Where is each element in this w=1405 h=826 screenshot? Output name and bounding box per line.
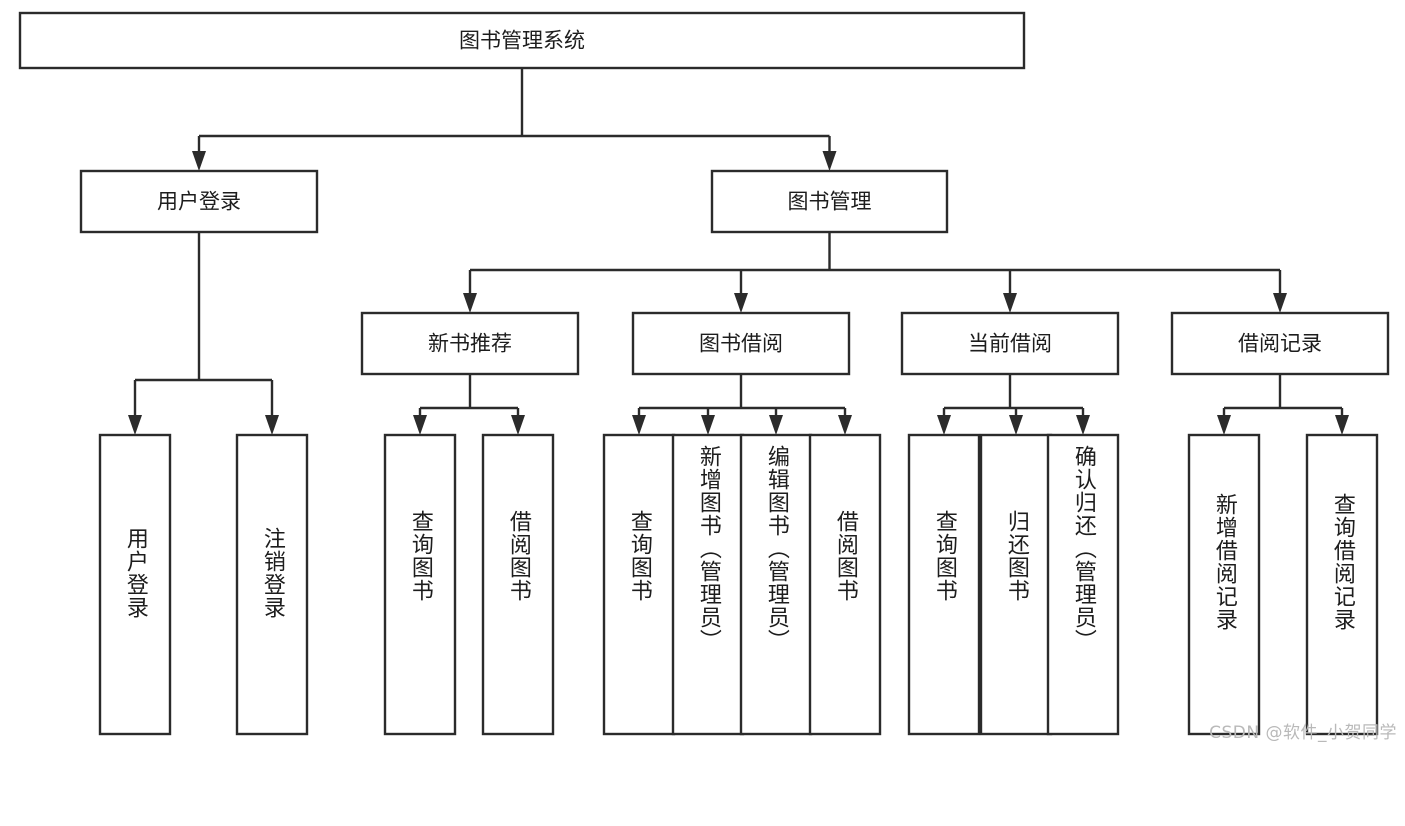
arrow-head-icon-book-borrow	[734, 293, 748, 313]
arrow-head-icon-leaf-user-login	[128, 415, 142, 435]
arrow-head-icon-leaf-query-book-2	[632, 415, 646, 435]
arrow-head-icon-new-book-recommend	[463, 293, 477, 313]
arrow-head-icon-leaf-borrow-book-1	[511, 415, 525, 435]
leaf-node-leaf-user-logout[interactable]	[235, 433, 309, 736]
arrow-head-icon-leaf-return-book	[1009, 415, 1023, 435]
arrow-head-icon-borrow-record	[1273, 293, 1287, 313]
leaf-node-leaf-query-book-2[interactable]	[602, 433, 676, 736]
node-book-manage-label: 图书管理	[788, 190, 872, 214]
node-book-borrow[interactable]	[631, 311, 851, 376]
node-borrow-record-label: 借阅记录	[1238, 332, 1322, 356]
csdn-watermark: CSDN @软件_小贺同学	[1209, 723, 1397, 743]
leaf-node-leaf-query-book-1[interactable]	[383, 433, 457, 736]
connector-layer	[128, 68, 1349, 435]
arrow-head-icon-leaf-confirm-return	[1076, 415, 1090, 435]
node-borrow-record[interactable]	[1170, 311, 1390, 376]
leaf-node-leaf-confirm-return[interactable]	[1046, 433, 1120, 736]
arrow-head-icon-leaf-query-record	[1335, 415, 1349, 435]
arrow-head-icon-leaf-add-record	[1217, 415, 1231, 435]
node-root[interactable]	[18, 11, 1026, 70]
arrow-head-icon-leaf-query-book-1	[413, 415, 427, 435]
leaf-node-leaf-borrow-book-1[interactable]	[481, 433, 555, 736]
node-current-borrow-label: 当前借阅	[968, 332, 1052, 356]
leaf-node-leaf-query-record[interactable]	[1305, 433, 1379, 736]
arrow-head-icon-leaf-user-logout	[265, 415, 279, 435]
leaf-node-leaf-user-login[interactable]	[98, 433, 172, 736]
box-layer	[18, 11, 1390, 736]
leaf-node-leaf-borrow-book-2[interactable]	[808, 433, 882, 736]
node-user-login-label: 用户登录	[157, 190, 241, 214]
leaf-node-leaf-add-record[interactable]	[1187, 433, 1261, 736]
diagram-canvas: 图书管理系统用户登录图书管理新书推荐图书借阅当前借阅借阅记录 用户登录注销登录查…	[18, 11, 1397, 743]
arrow-head-icon-leaf-edit-book	[769, 415, 783, 435]
arrow-head-icon-user-login	[192, 151, 206, 171]
node-book-borrow-label: 图书借阅	[699, 332, 783, 356]
arrow-head-icon-book-manage	[822, 151, 837, 171]
arrow-head-icon-current-borrow	[1003, 293, 1017, 313]
leaf-node-leaf-return-book[interactable]	[979, 433, 1053, 736]
node-new-book-recommend[interactable]	[360, 311, 580, 376]
node-new-book-recommend-label: 新书推荐	[428, 332, 512, 356]
node-book-manage[interactable]	[710, 169, 949, 234]
arrow-head-icon-leaf-query-book-3	[937, 415, 951, 435]
leaf-node-leaf-add-book[interactable]	[671, 433, 745, 736]
arrow-head-icon-leaf-borrow-book-2	[838, 415, 852, 435]
node-current-borrow[interactable]	[900, 311, 1120, 376]
leaf-node-leaf-edit-book[interactable]	[739, 433, 813, 736]
leaf-node-leaf-query-book-3[interactable]	[907, 433, 981, 736]
node-user-login[interactable]	[79, 169, 319, 234]
arrow-head-icon-leaf-add-book	[701, 415, 715, 435]
node-root-label: 图书管理系统	[459, 29, 585, 53]
